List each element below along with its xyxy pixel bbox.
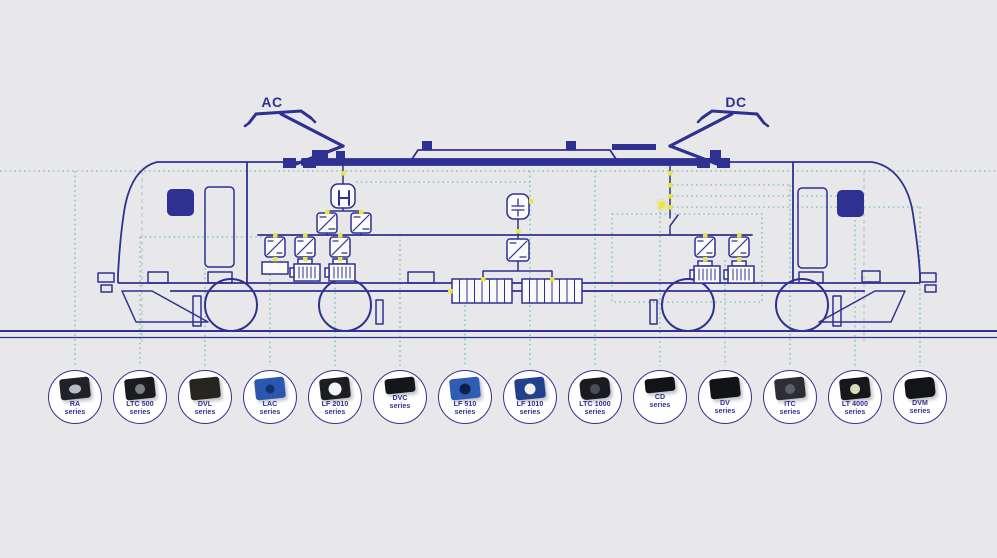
dvl-series-photo	[188, 376, 222, 401]
traction-inverter-icons-left	[264, 234, 351, 258]
wheels	[204, 278, 829, 332]
frame-details	[97, 270, 937, 327]
ltc-500-series-photo	[123, 376, 157, 401]
auxiliary-load-icon	[261, 261, 289, 275]
ltc-1000-series-photo	[578, 376, 612, 401]
dc-label: DC	[725, 94, 746, 110]
measurement-point-markers	[273, 171, 742, 294]
ra-series-photo	[58, 376, 92, 401]
rear-nose	[871, 161, 921, 283]
cab-window-rear	[837, 190, 864, 217]
lf-510-series-photo	[448, 376, 482, 401]
traction-motor-icons-left	[289, 256, 356, 282]
lf-1010-series-photo	[513, 376, 547, 401]
routing-lines-gray	[141, 171, 865, 342]
rails	[0, 330, 997, 339]
ac-pantograph: AC	[243, 94, 345, 185]
roof-band	[301, 158, 701, 166]
dc-feed-switch	[669, 165, 679, 236]
traction-inverter-icons-right	[694, 234, 750, 258]
line-converter-icons	[316, 212, 372, 236]
lf-2010-series-photo	[318, 376, 352, 401]
traction-motor-icons-right	[689, 256, 755, 284]
transformer-icon	[330, 183, 356, 209]
lac-series-photo	[253, 376, 287, 401]
cab-window-front	[167, 189, 194, 216]
front-plow	[121, 290, 209, 323]
cab-door-rear	[797, 187, 828, 269]
routing-lines	[0, 170, 997, 366]
ac-label: AC	[261, 94, 282, 110]
rear-plow	[818, 290, 906, 323]
cd-series-photo	[644, 376, 676, 394]
itc-series-photo	[773, 376, 807, 401]
front-nose	[117, 161, 158, 283]
dvm-series-photo	[904, 376, 936, 400]
lt-4000-series-photo	[838, 376, 872, 401]
cab-door-front	[204, 186, 235, 268]
locomotive-outline	[97, 141, 937, 332]
dvc-series-photo	[384, 376, 416, 395]
dv-series-photo	[709, 376, 741, 400]
traction-circuit	[257, 183, 755, 304]
dc-pantograph: DC	[668, 94, 770, 236]
